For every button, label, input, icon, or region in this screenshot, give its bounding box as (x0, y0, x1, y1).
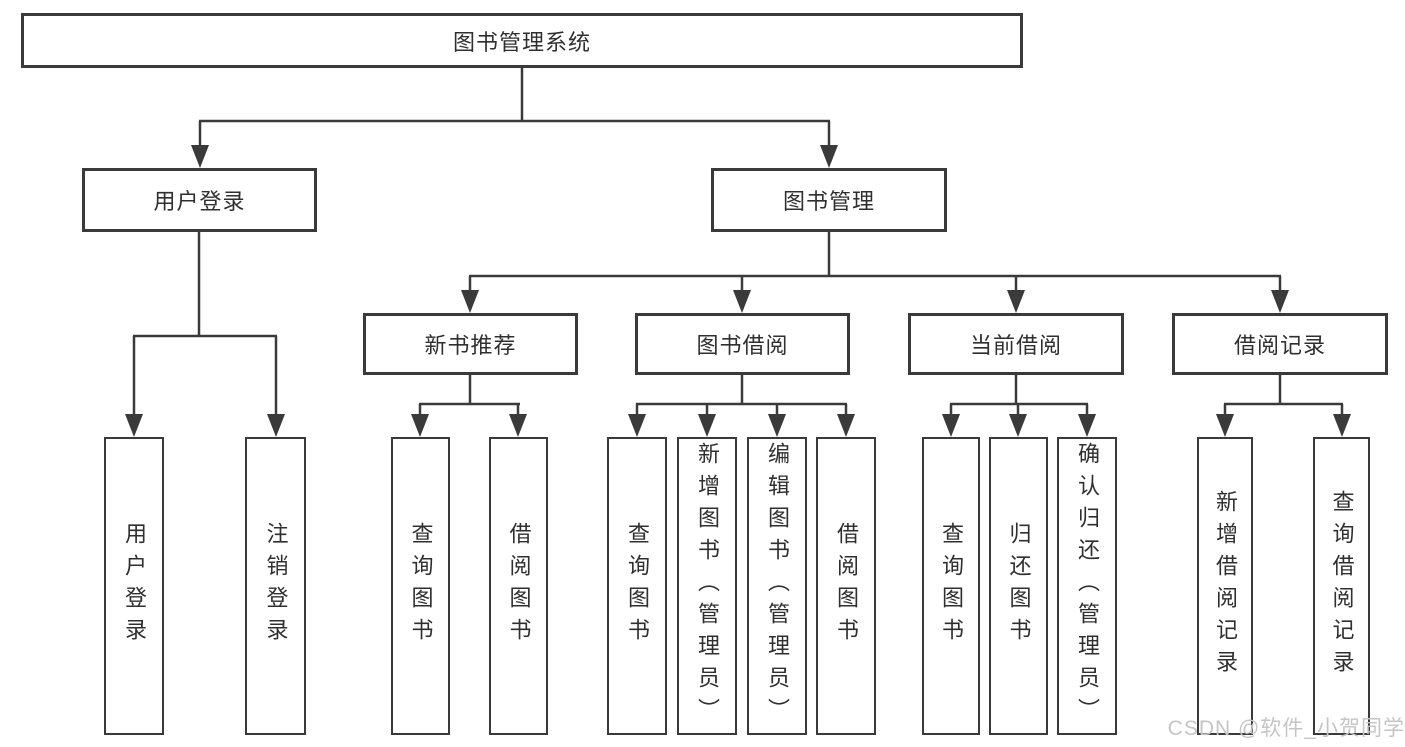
node-label: 用户登录 (153, 189, 246, 214)
connector-book-management-to-level3 (461, 232, 1289, 313)
node-label: 归还图书 (1006, 522, 1032, 650)
leaf-edit-books-admin: 编辑图书（管理员） (747, 437, 807, 735)
csdn-watermark: CSDN @软件_小贺同学 (1167, 717, 1405, 740)
node-label: 借阅图书 (834, 522, 859, 650)
node-label: 编辑图书（管理员） (765, 442, 790, 730)
node-label: 借阅图书 (506, 522, 532, 650)
leaf-return-books: 归还图书 (989, 437, 1048, 735)
leaf-search-books-borrowing: 查询图书 (607, 437, 667, 735)
node-borrowing-records: 借阅记录 (1172, 313, 1388, 375)
node-book-borrowing: 图书借阅 (635, 313, 850, 375)
node-library-management-system: 图书管理系统 (21, 13, 1023, 68)
leaf-borrow-books-recommend: 借阅图书 (489, 437, 548, 735)
node-new-book-recommend: 新书推荐 (363, 313, 578, 375)
leaf-confirm-return-admin: 确认归还（管理员） (1057, 437, 1117, 735)
node-label: 确认归还（管理员） (1075, 442, 1100, 730)
node-label: 新增借阅记录 (1213, 490, 1238, 682)
node-label: 图书借阅 (696, 333, 789, 358)
node-label: 查询图书 (408, 522, 434, 650)
node-user-login: 用户登录 (82, 168, 317, 232)
connector-book-borrowing-to-leaves (628, 375, 855, 437)
node-label: 图书管理 (782, 189, 875, 214)
leaf-search-borrow-record: 查询借阅记录 (1313, 437, 1370, 735)
node-label: 注销登录 (263, 522, 289, 650)
node-book-management: 图书管理 (711, 168, 947, 232)
node-label: 图书管理系统 (452, 29, 591, 55)
connector-new-book-recommend-to-leaves (411, 375, 527, 437)
leaf-add-books-admin: 新增图书（管理员） (677, 437, 737, 735)
leaf-search-books-current: 查询图书 (922, 437, 980, 735)
node-label: 新书推荐 (424, 333, 517, 358)
node-current-borrowing: 当前借阅 (908, 313, 1124, 375)
node-label: 查询借阅记录 (1329, 490, 1355, 682)
leaf-user-login: 用户登录 (104, 437, 164, 735)
leaf-borrow-books-borrowing: 借阅图书 (816, 437, 876, 735)
connector-current-borrowing-to-leaves (942, 375, 1096, 437)
connector-borrowing-records-to-leaves (1216, 375, 1351, 437)
connector-root-to-level2 (191, 68, 838, 168)
node-label: 当前借阅 (969, 333, 1062, 358)
leaf-search-books-recommend: 查询图书 (391, 437, 450, 735)
leaf-logout: 注销登录 (245, 437, 306, 735)
leaf-add-borrow-record: 新增借阅记录 (1197, 437, 1253, 735)
node-label: 查询图书 (939, 522, 964, 650)
connector-user-login-to-leaves (125, 232, 285, 437)
node-label: 新增图书（管理员） (695, 442, 720, 730)
node-label: 用户登录 (122, 522, 147, 650)
node-label: 借阅记录 (1233, 333, 1326, 358)
node-label: 查询图书 (625, 522, 650, 650)
